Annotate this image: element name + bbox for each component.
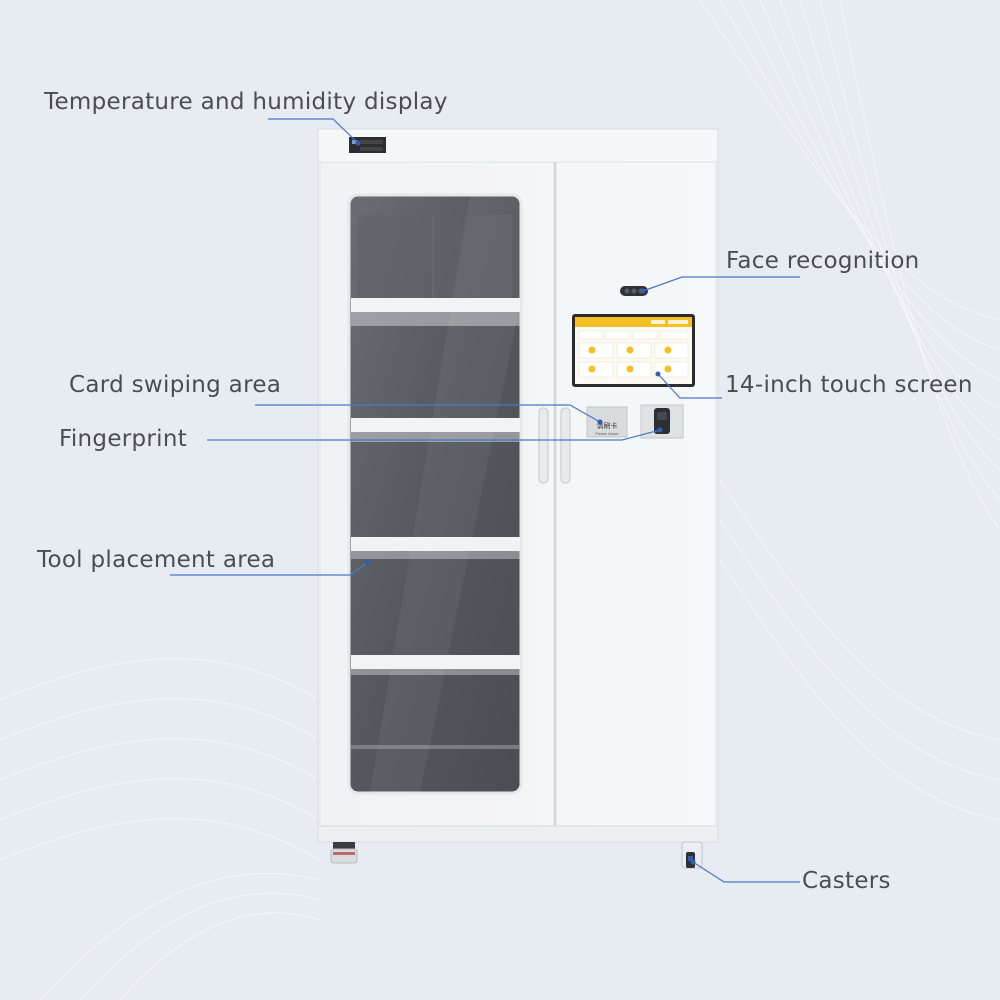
label-temperature-humidity-display: Temperature and humidity display	[44, 89, 448, 115]
touch-screen	[572, 314, 695, 387]
glass-window	[347, 193, 523, 795]
right-caster	[681, 841, 703, 869]
label-touch-screen: 14-inch touch screen	[725, 372, 973, 398]
label-tool-placement-area: Tool placement area	[37, 547, 276, 573]
label-casters: Casters	[802, 868, 891, 894]
label-face-recognition: Face recognition	[726, 248, 920, 274]
fingerprint-reader	[640, 404, 684, 439]
card-reader-text-en: Please Swipe	[596, 432, 619, 436]
left-caster	[330, 842, 358, 864]
card-reader: 请刷卡 Please Swipe	[586, 406, 628, 438]
label-fingerprint: Fingerprint	[59, 426, 188, 452]
card-reader-text-cn: 请刷卡	[597, 421, 618, 430]
label-card-swiping-area: Card swiping area	[69, 372, 282, 398]
cabinet-base	[317, 825, 719, 843]
right-door-handle	[560, 407, 571, 484]
left-door-handle	[538, 407, 549, 484]
